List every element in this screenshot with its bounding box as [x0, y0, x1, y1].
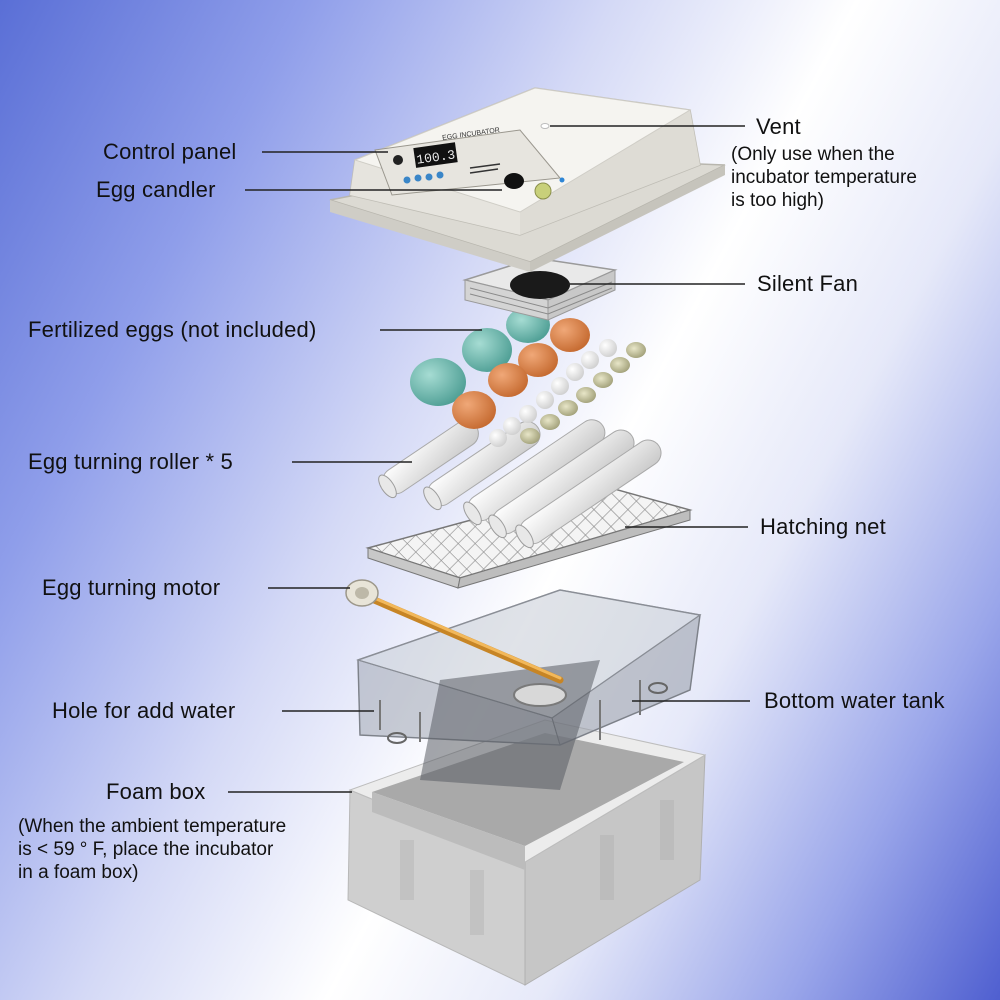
silent-fan: [462, 257, 618, 321]
egg-turning-rollers: [378, 419, 662, 549]
panel-display-reading: 100.3: [416, 147, 457, 167]
bottom-water-tank: [356, 589, 702, 790]
egg-turning-motor: [345, 579, 564, 684]
label-foam-box-note: (When the ambient temperature is < 59 ° …: [18, 816, 287, 883]
label-hatching-net: Hatching net: [760, 514, 886, 539]
fertilized-eggs: [410, 307, 646, 447]
label-egg-candler: Egg candler: [96, 177, 216, 202]
label-control-panel: Control panel: [103, 139, 237, 164]
label-egg-turning-roller: Egg turning roller * 5: [28, 449, 233, 474]
label-egg-turning-motor: Egg turning motor: [42, 575, 221, 600]
label-foam-box: Foam box: [106, 779, 206, 804]
leader-lines: [228, 125, 750, 793]
label-silent-fan: Silent Fan: [757, 271, 859, 296]
foam-box: [347, 719, 707, 986]
label-hole-for-water: Hole for add water: [52, 698, 236, 723]
label-fertilized-eggs: Fertilized eggs (not included): [28, 317, 317, 342]
label-bottom-water-tank: Bottom water tank: [764, 688, 945, 713]
label-vent: Vent: [756, 114, 801, 139]
label-vent-note: (Only use when the incubator temperature…: [731, 144, 917, 211]
